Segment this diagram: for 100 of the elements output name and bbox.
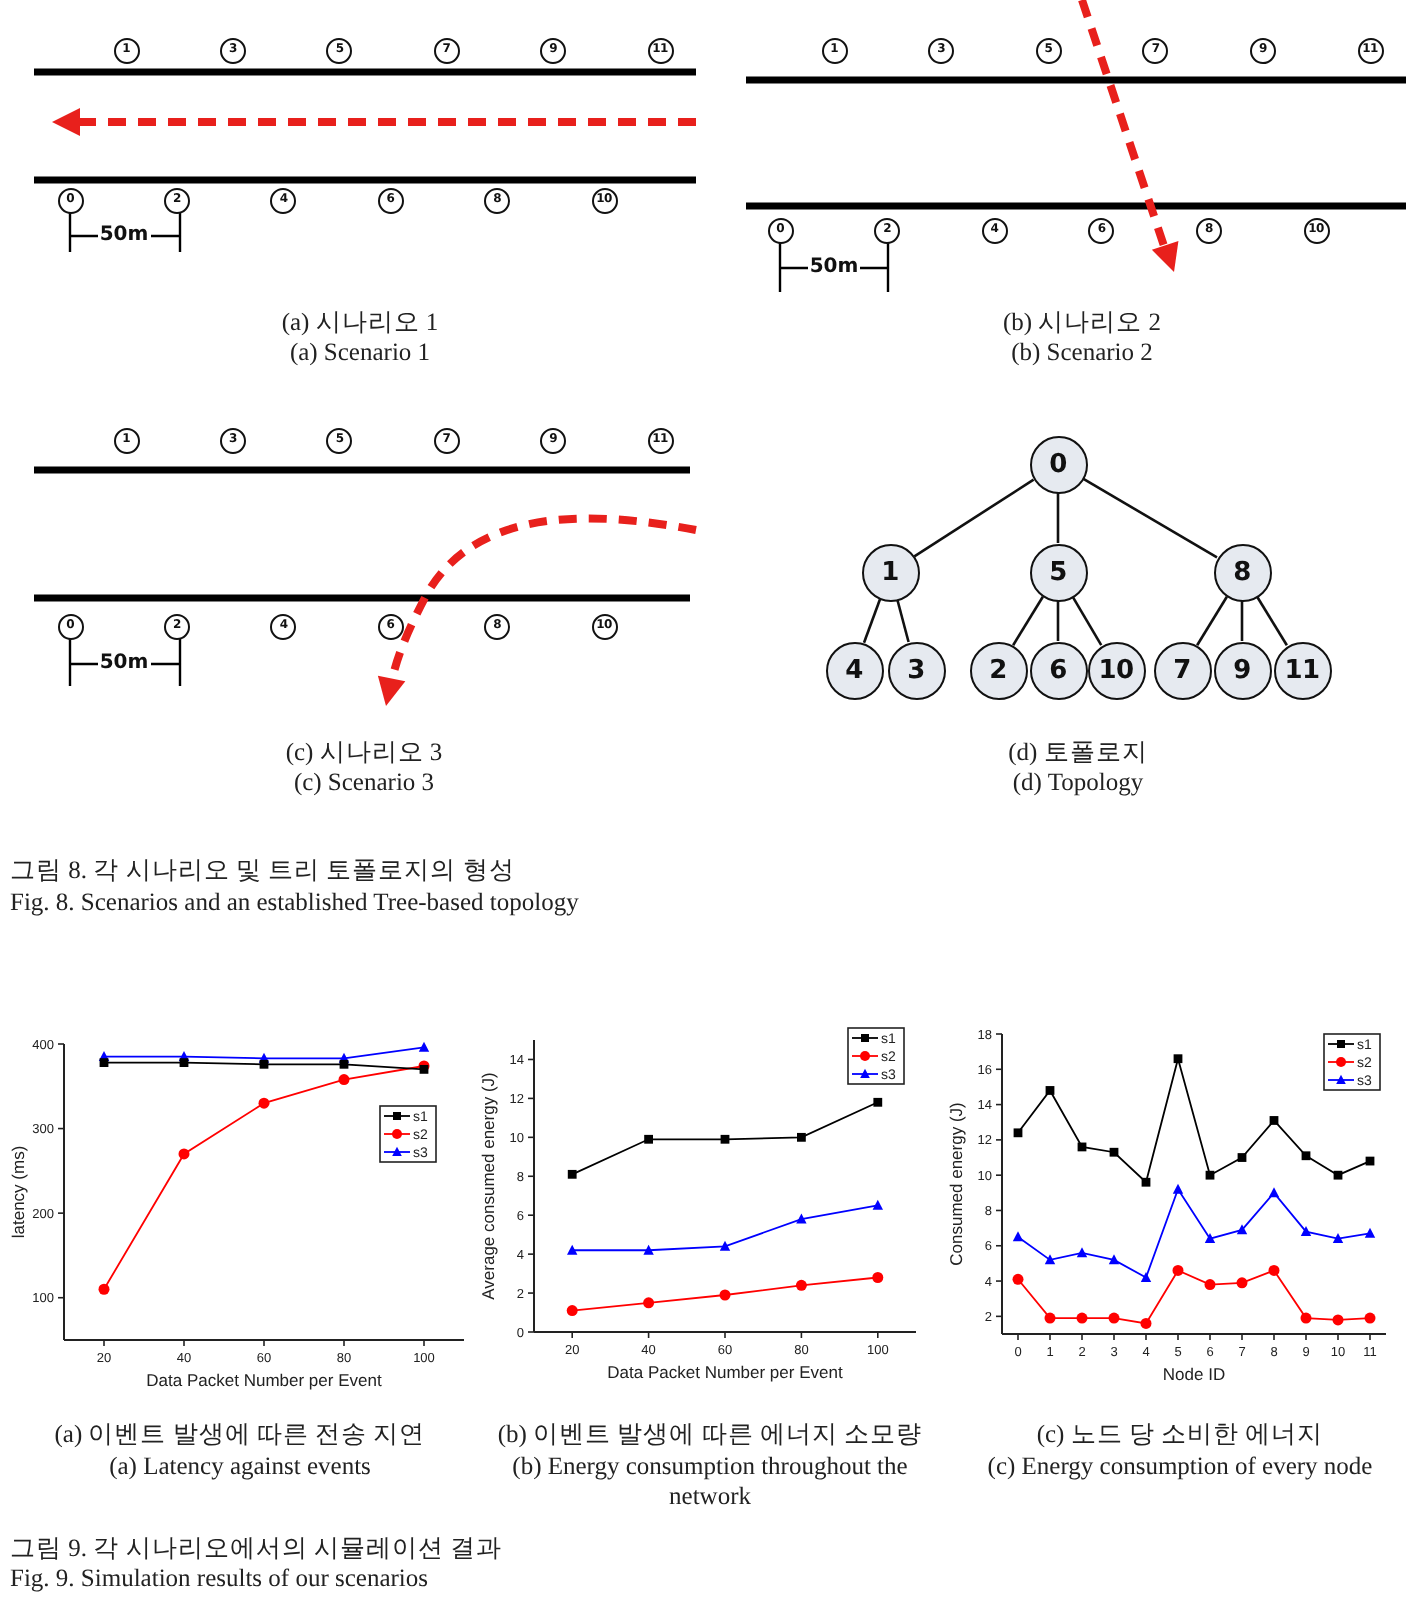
tree-node: 3 xyxy=(887,641,945,699)
point xyxy=(1364,1227,1376,1238)
point xyxy=(643,1244,654,1255)
figure-caption: Fig. 9. Simulation results of our scenarios xyxy=(10,1563,431,1593)
point xyxy=(873,1097,883,1107)
figure-caption: Fig. 8. Scenarios and an established Tree-based topology xyxy=(10,887,581,917)
subfigure-caption: (a) Scenario 1 xyxy=(287,337,433,367)
point xyxy=(796,1213,807,1224)
tree-edge xyxy=(913,478,1035,558)
axis-title: latency (ms) xyxy=(8,1145,28,1239)
point xyxy=(1172,1183,1184,1194)
point xyxy=(1012,1231,1024,1242)
axis-title: Data Packet Number per Event xyxy=(146,1370,382,1390)
subfigure-caption: (d) Topology xyxy=(1010,767,1146,797)
subfigure-caption: (b) Scenario 2 xyxy=(1009,337,1155,367)
point xyxy=(1332,1314,1344,1326)
point xyxy=(1172,1264,1184,1276)
tree-edge xyxy=(1256,596,1288,646)
point xyxy=(797,1132,806,1142)
tree-edge xyxy=(1240,601,1244,641)
subfigure-caption: (c) 노드 당 소비한 에너지 xyxy=(1034,1419,1326,1449)
point xyxy=(1108,1254,1120,1265)
tree-node: 1 xyxy=(861,543,919,601)
subfigure-caption: (a) Latency against events xyxy=(107,1451,373,1481)
subfigure-caption: (a) 이벤트 발생에 따른 전송 지연 xyxy=(52,1419,428,1449)
point xyxy=(1301,1151,1311,1161)
point xyxy=(259,1059,269,1069)
figure-caption: 그림 9. 각 시나리오에서의 시뮬레이션 결과 xyxy=(10,1533,504,1563)
point xyxy=(1333,1170,1343,1180)
point xyxy=(258,1097,270,1109)
subfigure-caption: (c) Energy consumption of every node xyxy=(985,1451,1375,1481)
point xyxy=(1173,1054,1183,1064)
point xyxy=(567,1244,578,1255)
point xyxy=(1204,1233,1216,1244)
point xyxy=(1269,1116,1279,1125)
point xyxy=(339,1059,349,1069)
point xyxy=(644,1134,653,1144)
tree-edge xyxy=(1056,601,1060,641)
tree-node: 5 xyxy=(1029,543,1087,601)
point xyxy=(1012,1273,1024,1285)
point xyxy=(719,1289,731,1301)
point xyxy=(98,1283,110,1295)
tree-node: 10 xyxy=(1087,641,1145,699)
point xyxy=(1045,1086,1055,1095)
subfigure-caption: (c) Scenario 3 xyxy=(291,767,437,797)
point xyxy=(178,1148,190,1160)
point xyxy=(1236,1277,1248,1289)
tree-node: 6 xyxy=(1029,641,1087,699)
point xyxy=(1076,1247,1088,1258)
subfigure-caption: (b) Energy consumption throughout the network xyxy=(510,1451,910,1511)
point xyxy=(567,1169,577,1179)
point xyxy=(1236,1224,1248,1235)
tree-edge xyxy=(1082,477,1218,559)
point xyxy=(1076,1312,1088,1324)
point xyxy=(1204,1279,1216,1291)
axis-title: Consumed energy (J) xyxy=(946,1102,966,1266)
point xyxy=(1364,1312,1376,1324)
tree-edge xyxy=(1071,596,1103,646)
tree-edge xyxy=(896,599,910,643)
axis-title: Average consumed energy (J) xyxy=(478,1072,498,1300)
subfigure-caption: (b) 이벤트 발생에 따른 에너지 소모량 xyxy=(495,1419,925,1449)
point xyxy=(872,1271,884,1283)
axis-title: Node ID xyxy=(1162,1364,1226,1384)
point xyxy=(720,1134,730,1144)
point xyxy=(1044,1312,1056,1324)
point xyxy=(1044,1254,1056,1265)
point xyxy=(1141,1177,1151,1187)
point xyxy=(1140,1317,1152,1329)
tree-edge xyxy=(1012,596,1044,646)
tree-node: 4 xyxy=(825,641,883,699)
point xyxy=(566,1305,578,1317)
tree-node: 0 xyxy=(1029,435,1087,493)
point xyxy=(643,1297,655,1309)
point xyxy=(1300,1312,1312,1324)
subfigure-caption: (c) 시나리오 3 xyxy=(283,737,445,767)
point xyxy=(1109,1147,1119,1157)
point xyxy=(99,1058,109,1068)
tree-edge xyxy=(862,598,882,644)
point xyxy=(1237,1153,1247,1162)
point xyxy=(1013,1128,1023,1138)
point xyxy=(1205,1170,1215,1180)
tree-edge xyxy=(1196,596,1228,646)
point xyxy=(1332,1233,1344,1244)
subfigure-caption: (b) 시나리오 2 xyxy=(1000,307,1164,337)
point xyxy=(1108,1312,1120,1324)
point xyxy=(795,1279,807,1291)
point xyxy=(1300,1226,1312,1237)
point xyxy=(1140,1271,1152,1282)
subfigure-caption: (d) 토폴로지 xyxy=(1006,737,1150,767)
point xyxy=(418,1041,430,1052)
point xyxy=(719,1240,731,1251)
tree-edge xyxy=(1056,493,1060,543)
point xyxy=(1268,1187,1280,1198)
point xyxy=(872,1199,883,1210)
tree-node: 9 xyxy=(1213,641,1271,699)
point xyxy=(338,1074,350,1086)
tree-node: 2 xyxy=(969,641,1027,699)
axis-title: Data Packet Number per Event xyxy=(607,1362,843,1382)
subfigure-caption: (a) 시나리오 1 xyxy=(279,307,441,337)
figure-caption: 그림 8. 각 시나리오 및 트리 토폴로지의 형성 xyxy=(10,855,517,885)
